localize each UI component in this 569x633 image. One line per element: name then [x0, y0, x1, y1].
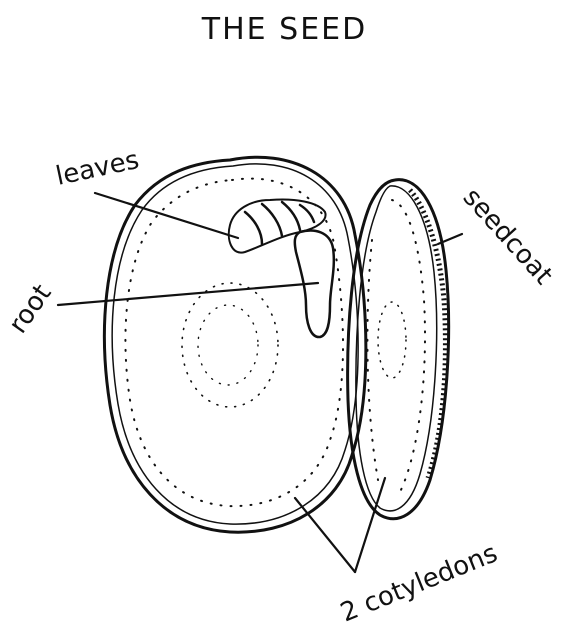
cotyledon-leader-left — [295, 498, 355, 572]
label-seed-coat: seedcoat — [457, 183, 559, 291]
embryo-leaves — [229, 200, 326, 253]
label-root: root — [3, 279, 57, 339]
leader-lines — [58, 193, 462, 572]
right-cotyledon — [348, 180, 449, 519]
label-leaves: leaves — [53, 145, 141, 192]
root-leader — [58, 283, 318, 305]
leaves-leader — [95, 193, 238, 238]
